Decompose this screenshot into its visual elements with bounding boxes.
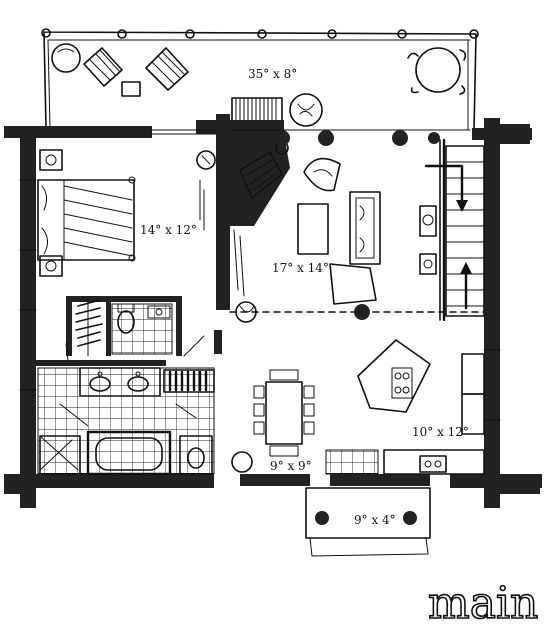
kitchen-island xyxy=(357,339,431,413)
deck-side-table xyxy=(121,81,141,97)
armchair-bottom xyxy=(329,263,377,305)
kitchen: 10° x 12° xyxy=(325,339,485,475)
deck-post-row xyxy=(41,28,479,39)
deck-round-chair xyxy=(51,43,81,73)
living-dimension-label: 17° x 14° xyxy=(272,261,329,275)
stairs xyxy=(424,145,485,317)
bedroom-chair xyxy=(196,150,216,170)
bathtub xyxy=(86,430,172,476)
vanity xyxy=(79,367,161,397)
shower-corner xyxy=(39,435,81,475)
bed xyxy=(37,179,135,261)
bathroom xyxy=(36,360,215,476)
kitchen-counter xyxy=(325,449,485,475)
living-room: 17° x 14° xyxy=(233,130,440,323)
armchair-top xyxy=(303,157,341,192)
dining-area: 9° x 9° xyxy=(231,369,315,473)
nightstand-top xyxy=(39,149,63,171)
living-posts xyxy=(274,130,440,320)
nightstand-bottom xyxy=(39,255,63,277)
porch: 9° x 4° xyxy=(305,487,431,557)
fireplace xyxy=(230,134,290,226)
bath-toilet xyxy=(179,435,213,475)
bedroom: 14° x 12° xyxy=(37,149,216,277)
deck: 35° x 8° xyxy=(41,28,479,131)
dining-chairs xyxy=(253,369,315,457)
porch-dimension-label: 9° x 4° xyxy=(354,513,396,527)
exterior-walls xyxy=(4,114,542,508)
deck-dimension-label: 35° x 8° xyxy=(248,67,297,81)
fridge xyxy=(461,353,485,435)
linen-shelf xyxy=(163,369,215,393)
deck-plant xyxy=(289,93,323,127)
bedroom-dimension-label: 14° x 12° xyxy=(140,223,197,237)
level-label: main xyxy=(428,578,538,629)
coffee-table xyxy=(297,203,329,255)
closet-block xyxy=(65,296,205,361)
deck-lounge-chair-left xyxy=(83,47,123,87)
window-markers xyxy=(19,129,501,421)
toilet-closet xyxy=(111,303,173,355)
deck-lounge-chair-right xyxy=(145,47,189,91)
lamp-table xyxy=(419,205,437,275)
deck-dining-set xyxy=(407,47,467,95)
dining-table xyxy=(265,381,303,445)
kitchen-dimension-label: 10° x 12° xyxy=(412,425,469,439)
level-title: main xyxy=(427,577,539,630)
closet-hangers xyxy=(75,299,103,357)
sofa xyxy=(349,191,381,265)
dining-dimension-label: 9° x 9° xyxy=(270,459,312,473)
